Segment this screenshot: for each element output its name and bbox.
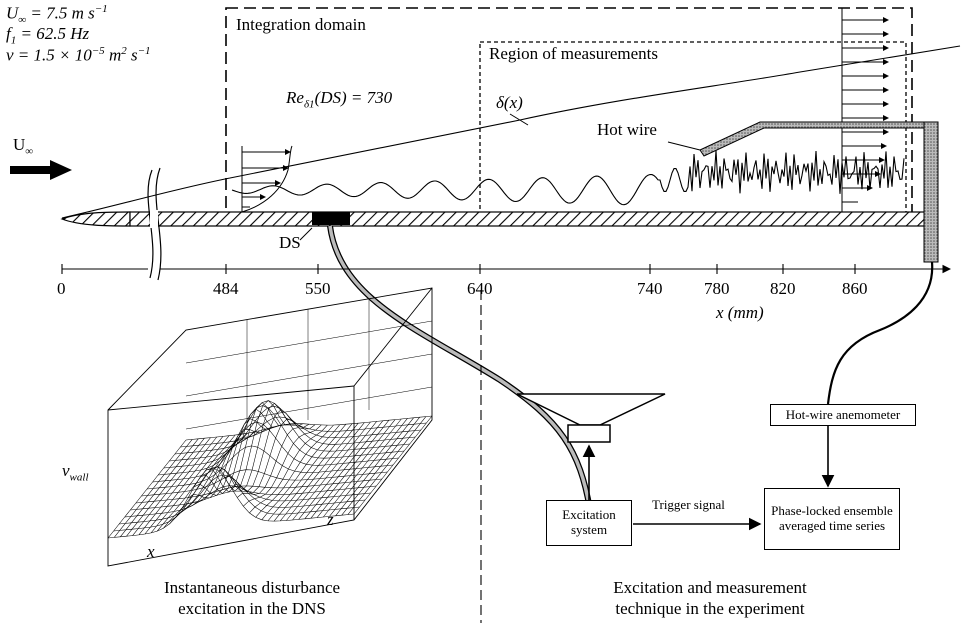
x-axis-label: x (mm)	[716, 303, 764, 322]
boundary-layer-edge-curve	[61, 45, 961, 219]
ds-label: DS	[279, 233, 301, 252]
left-caption: Instantaneous disturbance excitation in …	[163, 578, 341, 618]
hot-wire-label: Hot wire	[597, 120, 657, 139]
outflow-velocity-profile	[841, 8, 889, 212]
trigger-signal-label: Trigger signal	[652, 497, 725, 512]
tick-label: 820	[770, 279, 796, 298]
hot-wire-anemometer-box: Hot-wire anemometer	[770, 404, 916, 426]
delta-leader	[509, 113, 529, 126]
disturbance-source	[312, 212, 350, 225]
x-axis	[61, 264, 952, 274]
probe-cable	[826, 261, 934, 405]
hot-wire-probe	[699, 121, 931, 157]
tick-label: 484	[213, 279, 239, 298]
tick-label: 0	[57, 279, 66, 298]
tick-label: 550	[305, 279, 331, 298]
probe-support	[923, 121, 939, 263]
plot-z-label: z	[327, 510, 334, 529]
wall-excitation-3d-plot	[107, 287, 433, 567]
tick-label: 740	[637, 279, 663, 298]
break-gap	[150, 210, 158, 228]
freestream-velocity-param: U∞ = 7.5 m s−1	[6, 3, 108, 27]
delta-label: δ(x)	[496, 93, 523, 112]
v-wall-label: vwall	[62, 461, 89, 484]
ds-leader	[299, 227, 313, 241]
plate-leading-edge	[60, 211, 131, 227]
hot-wire-leader	[667, 141, 701, 151]
reynolds-number-label: Reδ1(DS) = 730	[286, 88, 393, 111]
axis-break-bottom	[155, 167, 162, 281]
right-caption: Excitation and measurement technique in …	[613, 578, 807, 618]
plot-x-label: x	[147, 542, 155, 561]
disturbance-wave	[231, 150, 905, 206]
excitation-system-box: Excitation system	[546, 500, 632, 546]
tick-label: 780	[704, 279, 730, 298]
frequency-param: f1 = 62.5 Hz	[6, 24, 90, 47]
inflow-velocity-profile	[241, 145, 293, 213]
tick-label: 860	[842, 279, 868, 298]
region-measurements-label: Region of measurements	[489, 44, 659, 63]
tick-label: 640	[467, 279, 493, 298]
phase-locked-box: Phase-locked ensemble averaged time seri…	[764, 488, 900, 550]
viscosity-param: ν = 1.5 × 10−5 m2 s−1	[6, 45, 151, 65]
freestream-arrow	[10, 160, 72, 180]
loudspeaker	[516, 393, 666, 443]
u-inf-label: U∞	[13, 135, 34, 158]
flat-plate	[129, 211, 931, 227]
integration-domain-label: Integration domain	[236, 15, 366, 34]
